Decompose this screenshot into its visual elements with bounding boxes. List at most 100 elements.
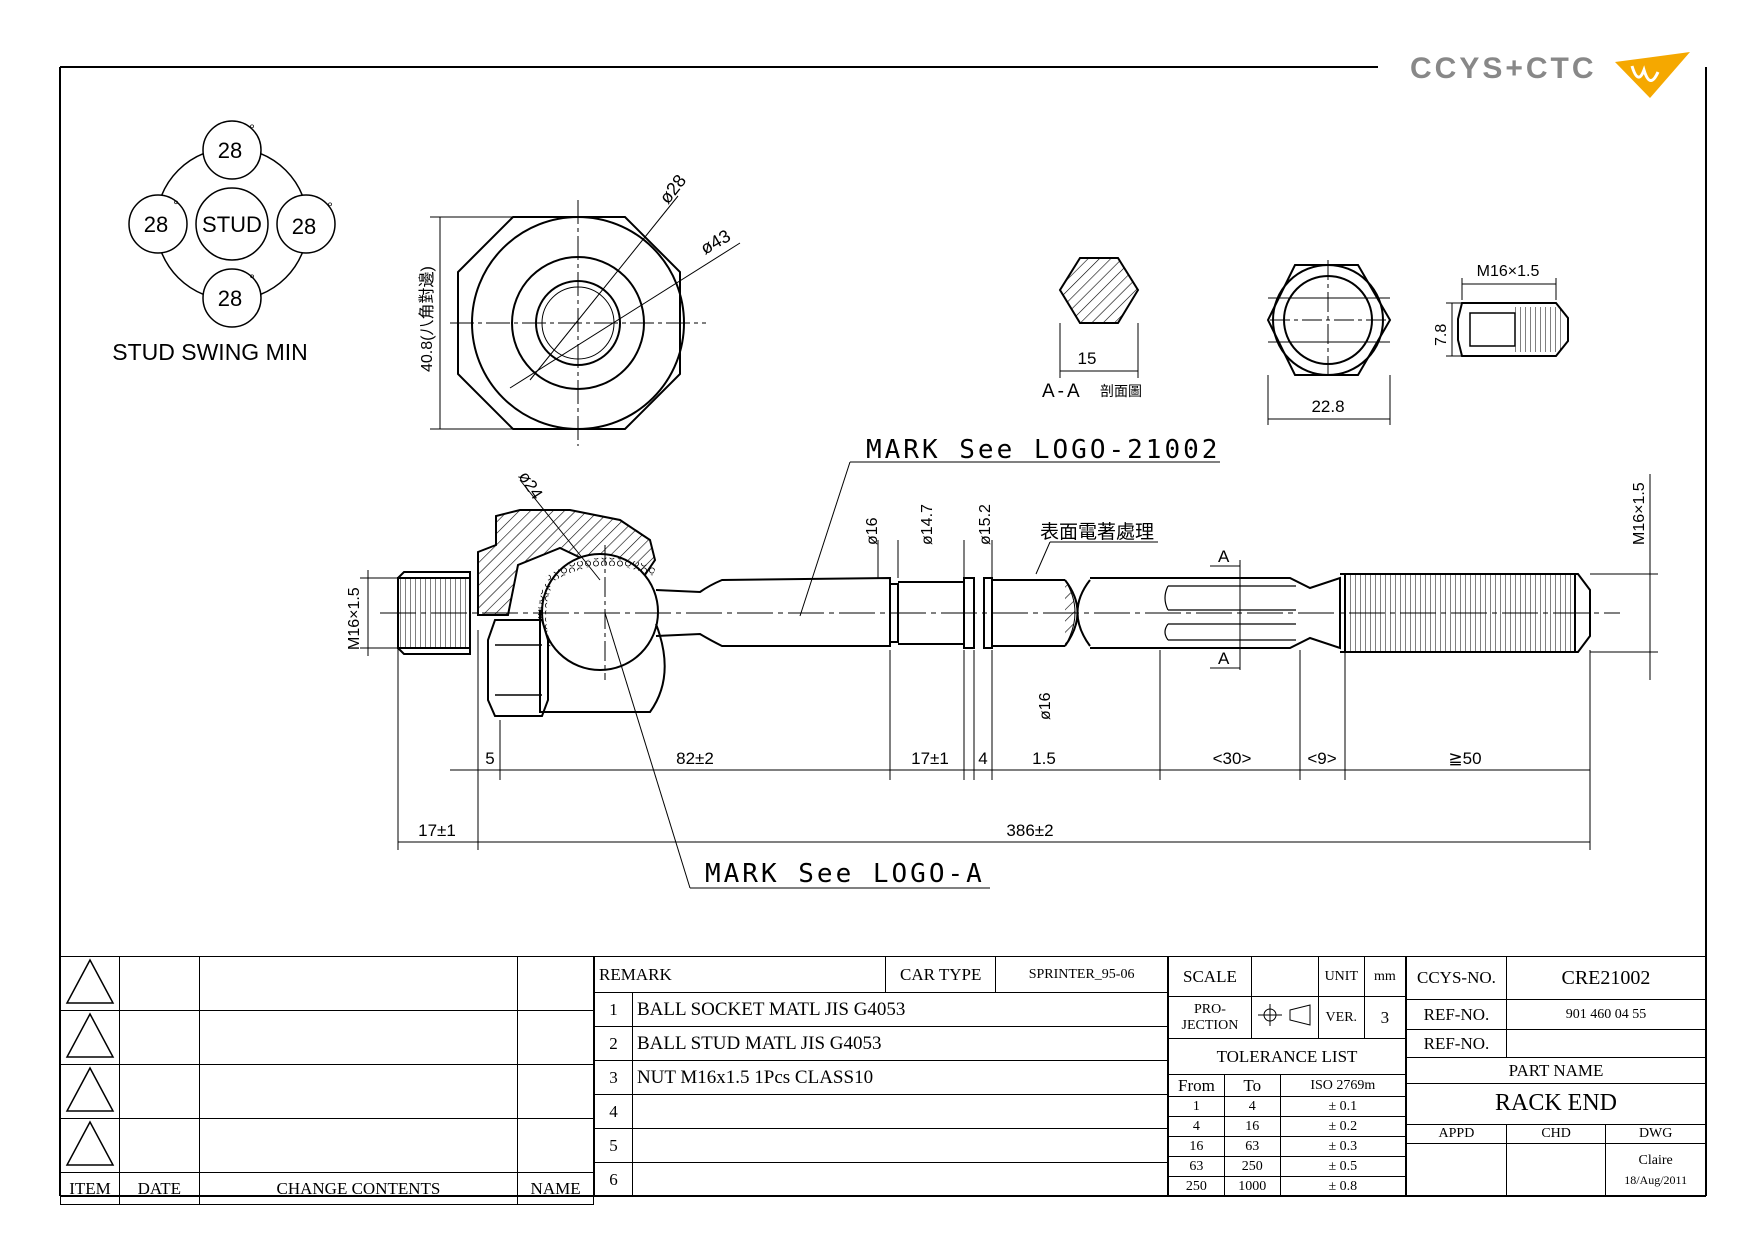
part-info-table: CCYS-NO. CRE21002 REF-NO. 901 460 04 55 …: [1406, 955, 1707, 1196]
tol-to: 16: [1223, 1116, 1281, 1137]
nut-thread-dim: M16×1.5: [1477, 263, 1540, 280]
projection-symbol-icon: [1250, 996, 1319, 1039]
main-view-labels: MARK See LOGO-21002 MARK See LOGO-A: [705, 435, 1220, 889]
dim-50: ≧50: [1448, 749, 1481, 768]
tol-value: ± 0.3: [1279, 1136, 1407, 1157]
tol-from: 1: [1168, 1096, 1225, 1117]
dia-16-lower-label: ø16: [1037, 692, 1054, 720]
nut-side-view: [1446, 278, 1569, 357]
degree-mark: °: [249, 121, 255, 137]
revision-table: ITEM DATE CHANGE CONTENTS NAME: [60, 956, 594, 1205]
tol-value: ± 0.1: [1279, 1096, 1407, 1117]
tol-to: 63: [1223, 1136, 1281, 1157]
tol-value: ± 0.8: [1279, 1176, 1407, 1197]
remark-text: [631, 1162, 1169, 1197]
remark-no: 4: [594, 1094, 633, 1129]
right-thread-label: M16×1.5: [1631, 482, 1648, 545]
revision-triangle-icon: [60, 1010, 120, 1065]
ref2-label: REF-NO.: [1406, 1029, 1507, 1059]
ver-label: VER.: [1317, 996, 1365, 1039]
drawn-by-cell: Claire 18/Aug/2011: [1605, 1143, 1706, 1196]
remark-no: 1: [594, 992, 633, 1027]
dim-9: <9>: [1307, 749, 1336, 768]
remark-no: 3: [594, 1060, 633, 1095]
title-block: ITEM DATE CHANGE CONTENTS NAME REMARK CA…: [60, 955, 1707, 1205]
degree-mark: °: [173, 197, 179, 213]
section-label: A-A: [1042, 381, 1083, 402]
dia-14-7-label: ø14.7: [919, 504, 936, 545]
main-dimensions: 5 82±2 17±1 4 1.5 <30> <9> ≧50 17±1 386±…: [418, 749, 1481, 840]
stud-swing-center: STUD: [202, 212, 262, 237]
part-name-label: PART NAME: [1406, 1057, 1706, 1085]
tol-from: 250: [1168, 1176, 1225, 1197]
tol-to: 4: [1223, 1096, 1281, 1117]
dim-386: 386±2: [1006, 821, 1053, 840]
scale-label: SCALE: [1168, 956, 1252, 997]
degree-mark: °: [249, 271, 255, 287]
stud-swing-angle-right: 28: [292, 214, 316, 239]
remark-header: REMARK: [593, 956, 887, 993]
remark-no: 2: [594, 1026, 633, 1061]
section-mark-top: A: [1218, 547, 1230, 566]
rev-header-name: NAME: [517, 1172, 594, 1205]
ball-dia-label: ø24: [515, 468, 547, 503]
stud-swing-caption: STUD SWING MIN: [112, 339, 308, 365]
tol-from: 63: [1168, 1156, 1225, 1177]
drawing-date: 18/Aug/2011: [1624, 1173, 1688, 1188]
revision-triangle-icon: [60, 1118, 120, 1173]
surface-note: 表面電著處理: [1040, 521, 1154, 543]
drawn-by: Claire: [1638, 1153, 1673, 1169]
dim-82: 82±2: [676, 749, 714, 768]
tol-value: ± 0.2: [1279, 1116, 1407, 1137]
remark-text: [631, 1094, 1169, 1129]
rev-header-item: ITEM: [60, 1172, 120, 1205]
stud-swing-angle-bottom: 28: [218, 286, 242, 311]
appd-label: APPD: [1406, 1123, 1507, 1145]
section-aa-view: [1058, 257, 1140, 378]
scale-table: SCALE UNIT mm PRO-JECTION VER. 3: [1168, 956, 1407, 1039]
unit-label: UNIT: [1317, 956, 1365, 997]
brand-logo-text: CCYS+CTC: [1410, 52, 1597, 85]
remark-no: 6: [594, 1162, 633, 1197]
brand-logo: CCYS+CTC: [1410, 52, 1690, 98]
section-mark-bottom: A: [1218, 649, 1230, 668]
tolerance-title: TOLERANCE LIST: [1168, 1038, 1406, 1075]
nut-front-view: [1266, 260, 1392, 425]
ref2-number: [1505, 1029, 1707, 1059]
remark-no: 5: [594, 1128, 633, 1163]
section-label-cn: 剖面圖: [1100, 383, 1142, 399]
revision-triangle-icon: [60, 1064, 120, 1119]
dim-17b: 17±1: [418, 821, 456, 840]
stud-swing-diagram: [128, 120, 336, 328]
rack-end-main-view: [360, 461, 1658, 889]
nut-width-dim: 22.8: [1311, 397, 1344, 416]
unit-value: mm: [1363, 956, 1407, 997]
left-thread-label: M16×1.5: [346, 587, 363, 650]
dia-15-2-label: ø15.2: [977, 504, 994, 545]
remark-text: BALL STUD MATL JIS G4053: [631, 1026, 1169, 1061]
remark-text: [631, 1128, 1169, 1163]
tol-from: 4: [1168, 1116, 1225, 1137]
dim-4: 4: [978, 749, 987, 768]
rev-header-date: DATE: [119, 1172, 200, 1205]
revision-triangle-icon: [60, 956, 120, 1011]
brand-logo-mark-icon: [1615, 52, 1690, 98]
ver-value: 3: [1363, 996, 1407, 1039]
tol-to: 1000: [1223, 1176, 1281, 1197]
remark-text: BALL SOCKET MATL JIS G4053: [631, 992, 1169, 1027]
stud-swing-angle-left: 28: [144, 212, 168, 237]
ccys-number: CRE21002: [1505, 955, 1707, 1001]
mark-top-label: MARK See LOGO-21002: [866, 435, 1220, 465]
section-width-dim: 15: [1078, 349, 1097, 368]
ccys-label: CCYS-NO.: [1406, 955, 1507, 1001]
stud-swing-angle-top: 28: [218, 138, 242, 163]
ref-label: REF-NO.: [1406, 999, 1507, 1031]
dim-30: <30>: [1213, 749, 1252, 768]
tol-header-to: To: [1223, 1074, 1281, 1097]
tol-value: ± 0.5: [1279, 1156, 1407, 1177]
mark-bottom-label: MARK See LOGO-A: [705, 859, 985, 889]
dim-5: 5: [485, 749, 494, 768]
car-type-value: SPRINTER_95-06: [995, 956, 1168, 993]
